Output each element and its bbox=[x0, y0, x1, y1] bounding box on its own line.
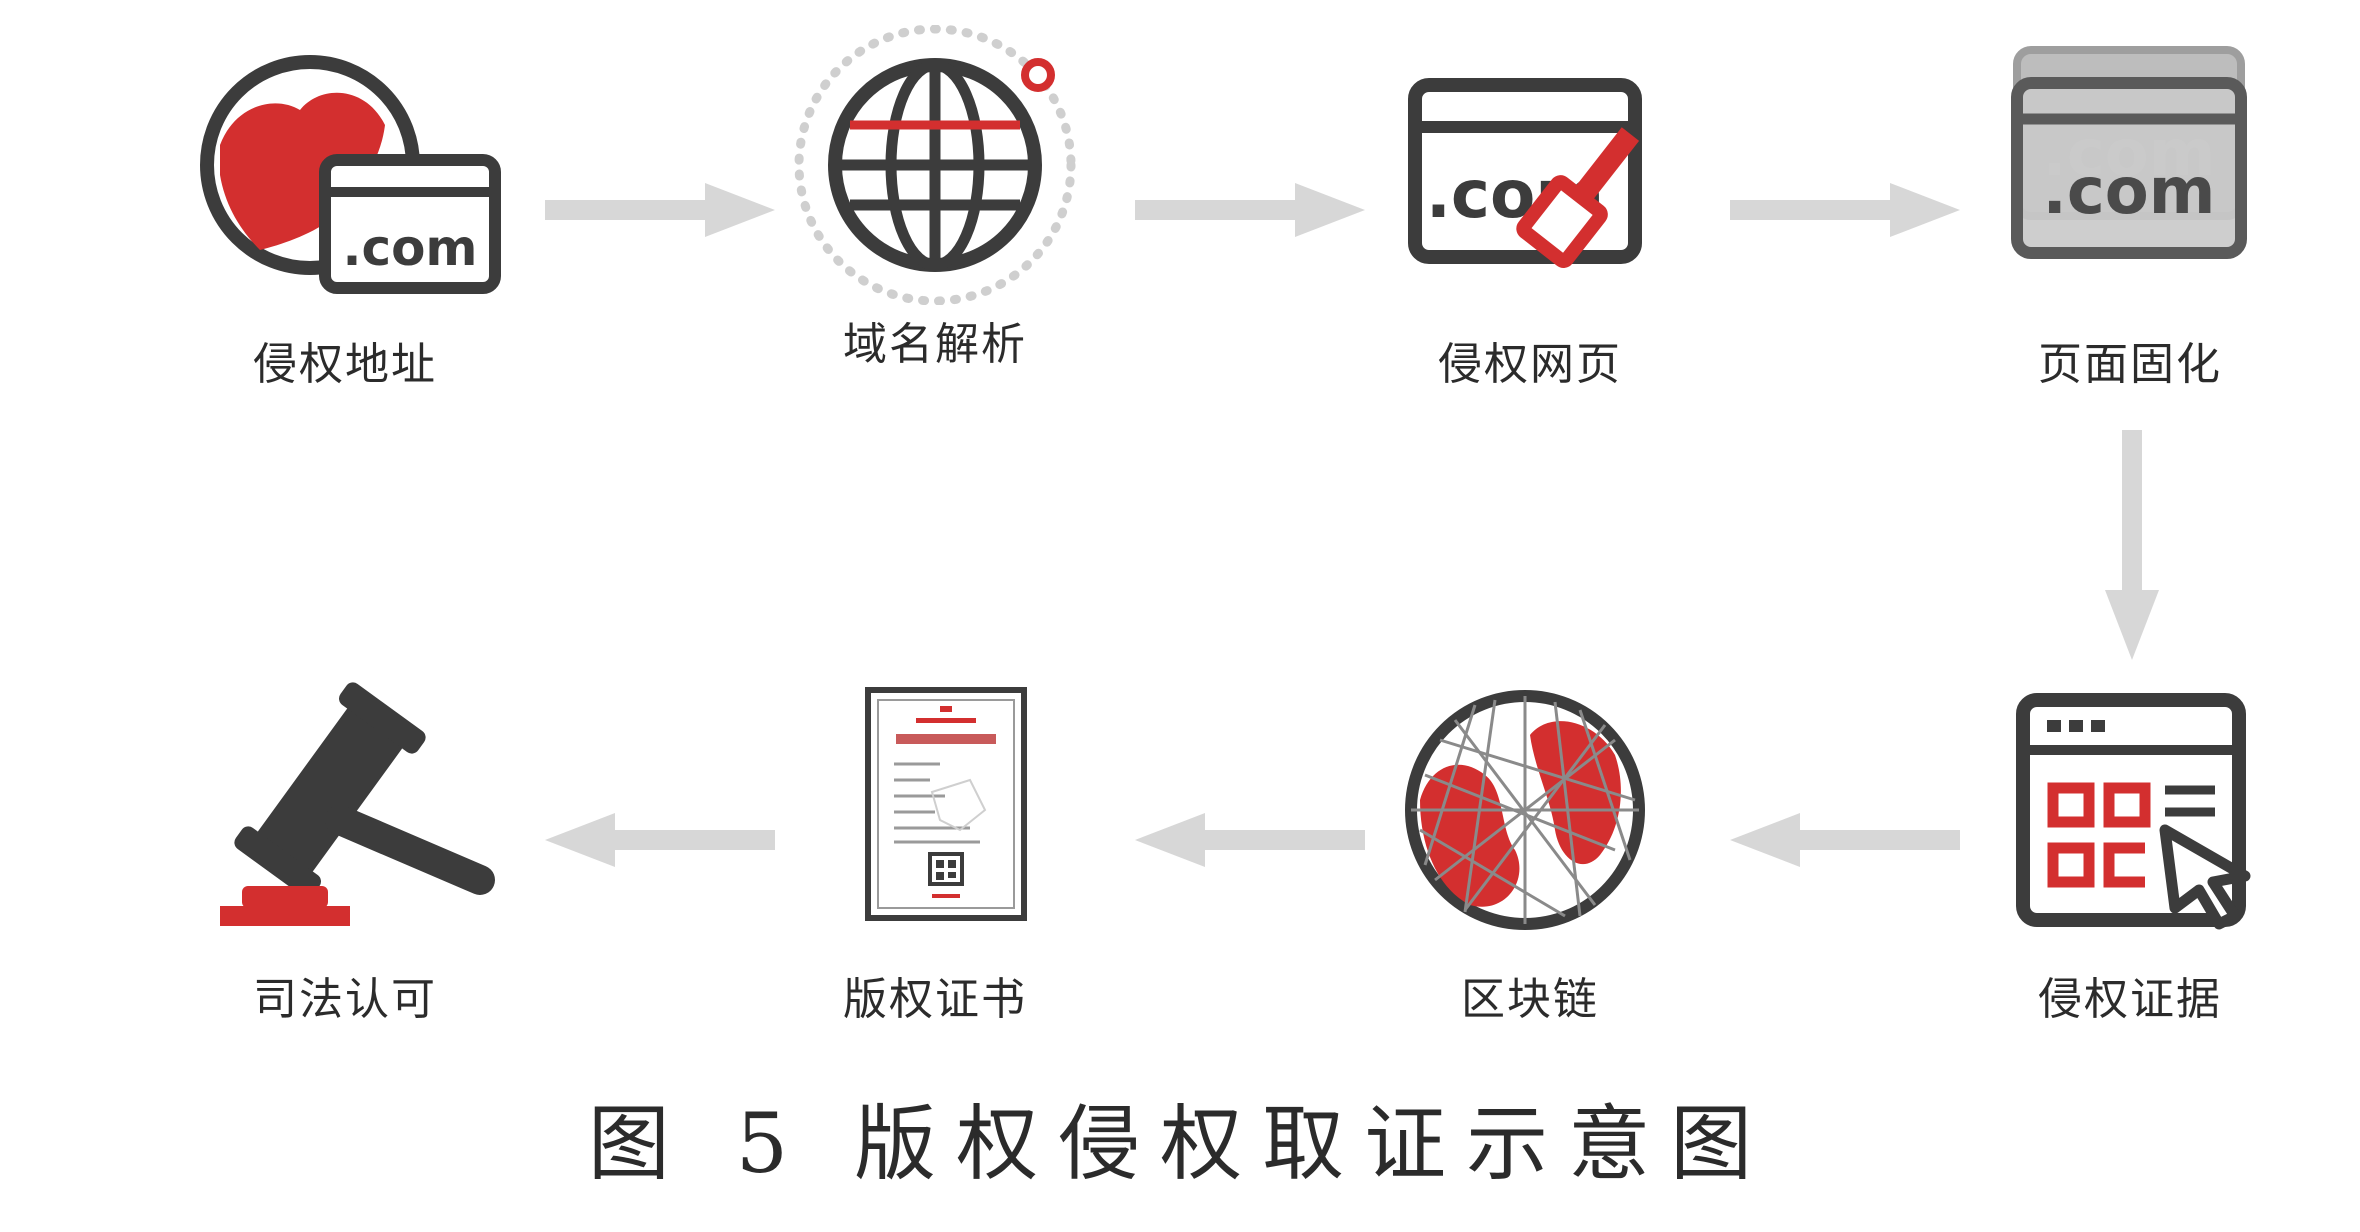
blockchain-globe-icon bbox=[1405, 690, 1645, 930]
domain-text: .com bbox=[342, 219, 477, 277]
step-label: 页面固化 bbox=[2038, 339, 2222, 390]
step-page-snapshot: .com .com 页面固化 bbox=[1965, 45, 2295, 395]
step-label: 侵权网页 bbox=[1438, 339, 1622, 390]
webpage-mark-icon: .com bbox=[1408, 78, 1642, 268]
step-label: 域名解析 bbox=[843, 319, 1027, 370]
step-infringing-webpage: .com 侵权网页 bbox=[1365, 45, 1695, 395]
step-infringement-evidence: 侵权证据 bbox=[1965, 680, 2295, 1030]
arrow-right bbox=[1135, 183, 1365, 237]
step-label: 版权证书 bbox=[843, 974, 1027, 1025]
step-judicial-recognition: 司法认可 bbox=[180, 680, 510, 1030]
step-infringing-address: .com 侵权地址 bbox=[180, 45, 510, 395]
arrow-right bbox=[545, 183, 775, 237]
arrow-left bbox=[1135, 813, 1365, 867]
step-domain-resolution: 域名解析 bbox=[770, 25, 1100, 375]
step-label: 区块链 bbox=[1461, 974, 1599, 1025]
arrow-down bbox=[2105, 430, 2159, 660]
globe-domain-icon: .com bbox=[200, 55, 501, 294]
gavel-icon bbox=[220, 682, 495, 926]
figure-caption: 图 5 版权侵权取证示意图 bbox=[587, 1097, 1773, 1192]
page-snapshot-icon: .com .com bbox=[2011, 46, 2247, 259]
arrow-left bbox=[545, 813, 775, 867]
step-label: 侵权地址 bbox=[253, 339, 437, 390]
step-label: 侵权证据 bbox=[2038, 974, 2222, 1025]
step-label: 司法认可 bbox=[253, 974, 437, 1025]
step-copyright-certificate: 版权证书 bbox=[770, 680, 1100, 1030]
step-blockchain: 区块链 bbox=[1365, 680, 1695, 1030]
arrow-right bbox=[1730, 183, 1960, 237]
globe-resolve-icon bbox=[794, 25, 1076, 305]
arrow-left bbox=[1730, 813, 1960, 867]
certificate-icon bbox=[865, 687, 1027, 921]
evidence-screen-icon bbox=[2016, 693, 2251, 930]
domain-text: .com bbox=[2043, 155, 2216, 229]
